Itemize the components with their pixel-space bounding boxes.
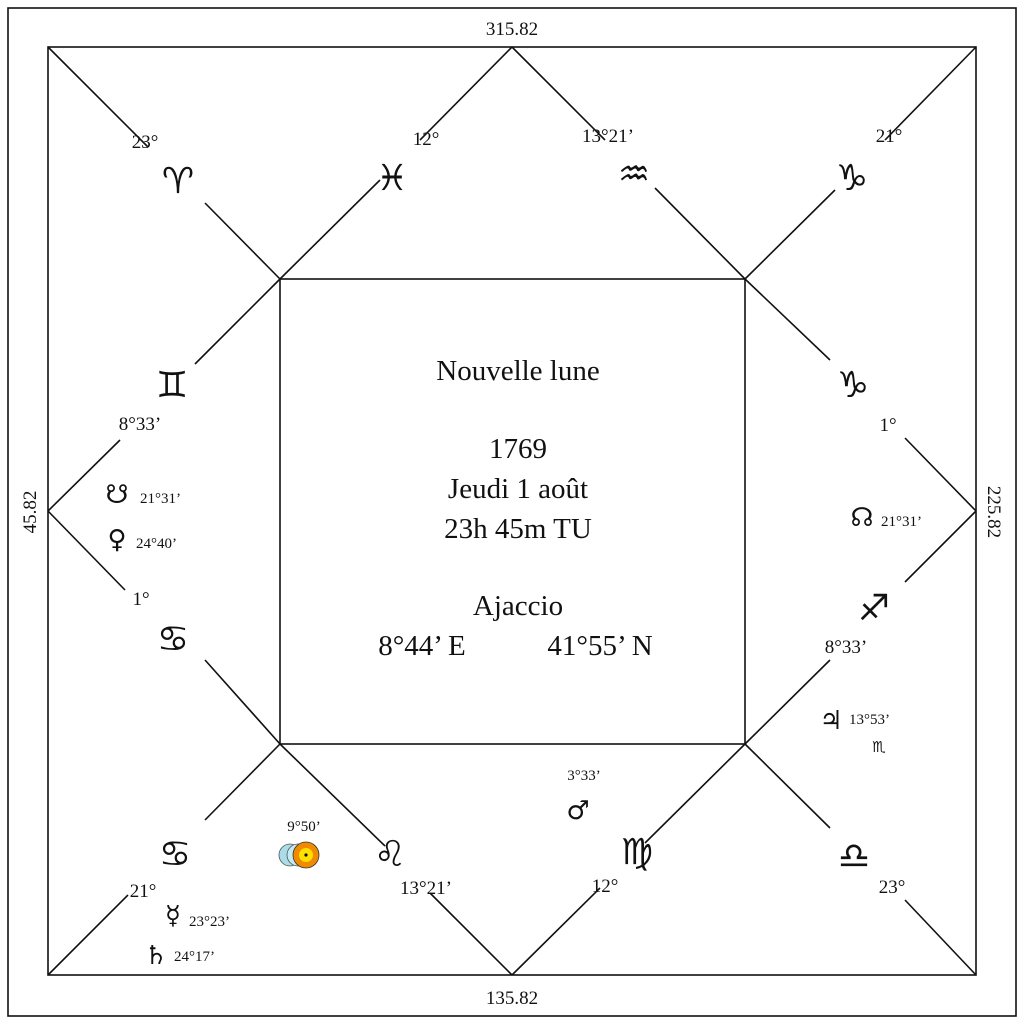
edge-degree-top: 315.82	[486, 19, 538, 40]
center-info: Nouvelle lune 1769 Jeudi 1 août 23h 45m …	[378, 355, 652, 662]
mars-degree: 3°33’	[567, 768, 601, 784]
capricorn-upper-icon: ♑	[836, 158, 868, 199]
mercury-degree: 23°23’	[189, 914, 230, 930]
libra-degree: 23°	[879, 877, 906, 898]
cancer-left-icon: ♋	[157, 619, 189, 660]
center-date: Jeudi 1 août	[448, 473, 588, 505]
saturn-icon: ♄	[144, 941, 167, 971]
south-node-icon: ☋	[105, 480, 128, 510]
saturn-degree: 24°17’	[174, 949, 215, 965]
pisces-degree: 12°	[413, 129, 440, 150]
mercury-icon: ☿	[165, 901, 181, 931]
mars-icon: ♂	[566, 796, 589, 826]
venus-degree: 24°40’	[136, 536, 177, 552]
libra-icon: ♎	[838, 836, 870, 877]
north-node-icon: ☊	[850, 503, 873, 533]
sun-dot	[304, 853, 308, 857]
jupiter-degree: 13°53’	[849, 712, 890, 728]
jupiter-icon: ♃	[819, 706, 842, 736]
virgo-icon: ♍	[621, 832, 653, 873]
scorpio-icon: ♏	[872, 738, 886, 756]
sun-moon-degree: 9°50’	[287, 819, 321, 835]
aquarius-degree: 13°21’	[582, 126, 634, 147]
house-lines	[47, 46, 977, 976]
virgo-degree: 12°	[592, 876, 619, 897]
leo-degree: 13°21’	[400, 878, 452, 899]
center-square	[279, 278, 746, 745]
edge-degree-left: 45.82	[20, 491, 41, 534]
center-time: 23h 45m TU	[444, 513, 592, 545]
venus-icon: ♀	[107, 525, 126, 555]
capricorn-right-degree: 1°	[879, 415, 896, 436]
outer-frame	[7, 7, 1017, 1017]
aries-degree: 23°	[132, 132, 159, 153]
center-year: 1769	[489, 433, 547, 465]
north-node-degree: 21°31’	[881, 514, 922, 530]
center-place: Ajaccio	[473, 590, 563, 622]
cancer-lower-icon: ♋	[159, 834, 191, 875]
edge-degree-right: 225.82	[983, 486, 1004, 538]
gemini-degree: 8°33’	[119, 414, 161, 435]
center-latitude: 41°55’ N	[547, 630, 652, 662]
capricorn-right-icon: ♑	[837, 365, 869, 406]
aries-icon: ♈	[162, 161, 194, 202]
edge-degree-bottom: 135.82	[486, 988, 538, 1009]
house-signs: 23° ♈ 12° ♓ 13°21’ ♒ 21° ♑ 1° ♑ 8°33’ ♐ …	[119, 126, 906, 902]
leo-icon: ♌	[374, 834, 406, 875]
center-longitude: 8°44’ E	[378, 630, 466, 662]
gemini-icon: ♊	[156, 365, 188, 406]
pisces-icon: ♓	[376, 158, 408, 199]
sagittarius-degree: 8°33’	[825, 637, 867, 658]
south-node-degree: 21°31’	[140, 491, 181, 507]
sagittarius-icon: ♐	[858, 588, 890, 629]
sun-moon-icon	[278, 841, 320, 869]
aquarius-icon: ♒	[618, 154, 650, 195]
cancer-left-degree: 1°	[132, 589, 149, 610]
planets: ☋ 21°31’ ♀ 24°40’ ☊ 21°31’ ♃ 13°53’ ♏ 3°…	[105, 480, 922, 971]
capricorn-upper-degree: 21°	[876, 126, 903, 147]
cancer-lower-degree: 21°	[130, 881, 157, 902]
center-title: Nouvelle lune	[436, 355, 599, 387]
